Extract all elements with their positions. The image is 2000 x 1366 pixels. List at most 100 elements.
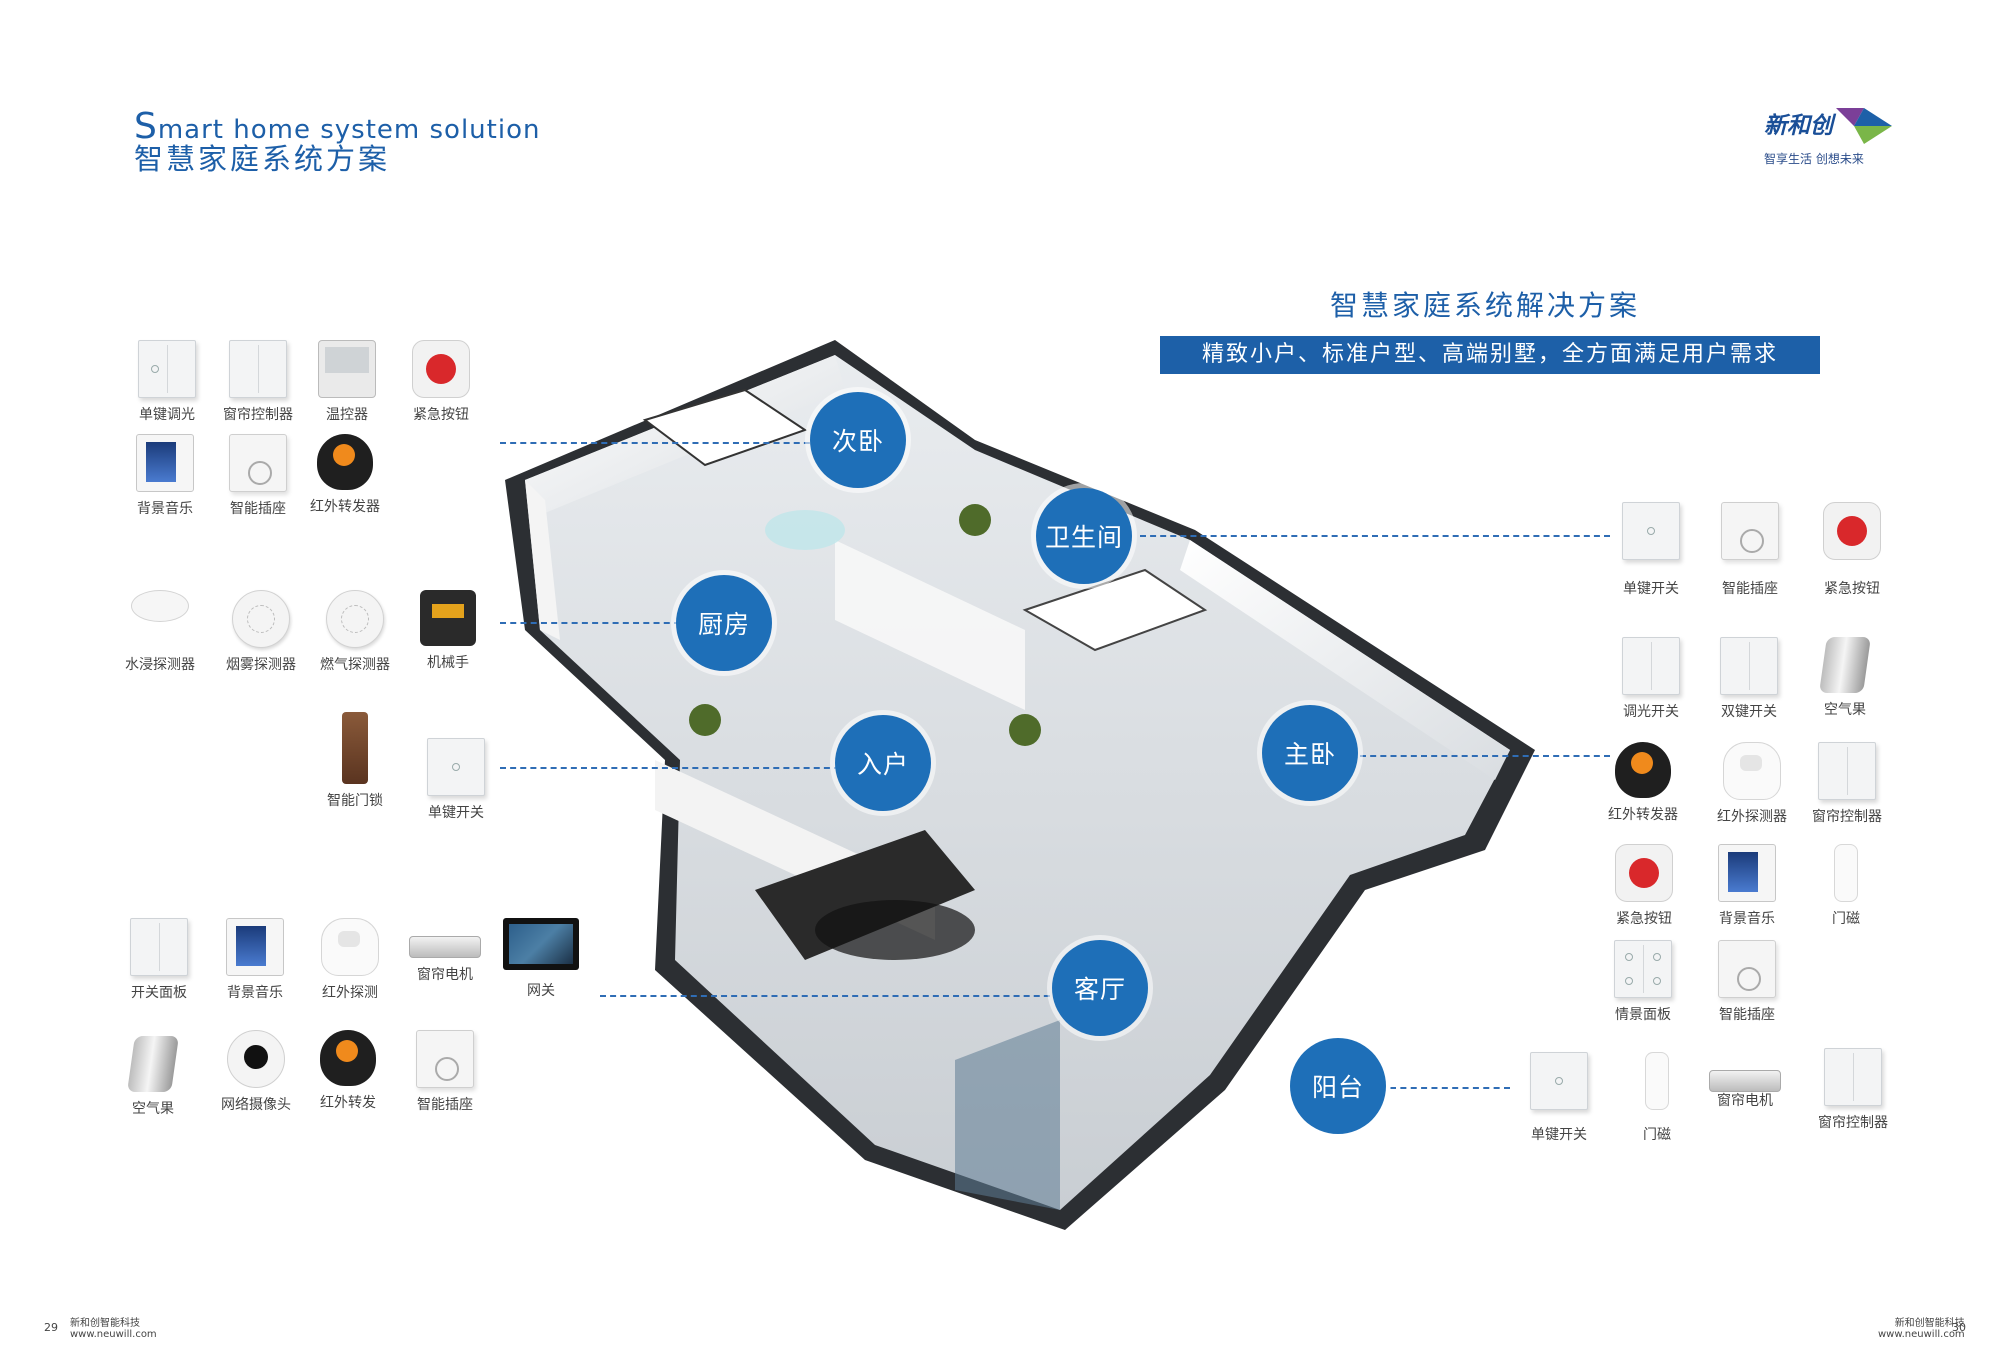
music-panel-icon xyxy=(226,918,284,976)
device-smart-socket-bathroom[interactable]: 智能插座 xyxy=(1705,502,1795,598)
device-curtain-controller-master[interactable]: 窗帘控制器 xyxy=(1802,742,1892,826)
title-english-rest: mart home system solution xyxy=(157,115,541,145)
room-entrance[interactable]: 入户 xyxy=(835,715,931,811)
device-label: 门磁 xyxy=(1832,911,1860,927)
device-robot-arm[interactable]: 机械手 xyxy=(403,590,493,672)
title-chinese: 智慧家庭系统方案 xyxy=(134,142,391,176)
device-label: 红外转发器 xyxy=(1608,807,1678,823)
page-number-left: 29 xyxy=(44,1321,58,1334)
pir-sensor-icon xyxy=(1723,742,1781,800)
plan-balcony-glass xyxy=(955,1020,1060,1210)
device-ir-detector-master[interactable]: 红外探测器 xyxy=(1707,742,1797,826)
device-smart-lock[interactable]: 智能门锁 xyxy=(310,712,400,810)
device-dimmer-switch[interactable]: 调光开关 xyxy=(1606,637,1696,721)
device-smoke-detector[interactable]: 烟雾探测器 xyxy=(216,590,306,674)
smart-socket-icon xyxy=(1721,502,1779,560)
device-background-music-living[interactable]: 背景音乐 xyxy=(210,918,300,1002)
room-kitchen[interactable]: 厨房 xyxy=(676,575,772,671)
switch-panel-icon xyxy=(130,918,188,976)
device-scene-panel[interactable]: 情景面板 xyxy=(1598,940,1688,1024)
emergency-button-icon xyxy=(1615,844,1673,902)
device-gas-detector[interactable]: 燃气探测器 xyxy=(310,590,400,674)
smart-socket-icon xyxy=(229,434,287,492)
device-background-music-master[interactable]: 背景音乐 xyxy=(1702,844,1792,928)
device-label: 情景面板 xyxy=(1615,1007,1671,1023)
device-smart-socket-living[interactable]: 智能插座 xyxy=(400,1030,490,1114)
device-label: 空气果 xyxy=(132,1101,174,1117)
gas-detector-icon xyxy=(326,590,384,648)
device-emergency-button-master[interactable]: 紧急按钮 xyxy=(1599,844,1689,928)
device-air-sensor-master[interactable]: 空气果 xyxy=(1800,637,1890,719)
device-curtain-controller[interactable]: 窗帘控制器 xyxy=(213,340,303,424)
plan-wall-east xyxy=(1180,540,1510,780)
device-label: 智能门锁 xyxy=(327,793,383,809)
device-label: 机械手 xyxy=(427,655,469,671)
device-single-switch-balcony[interactable]: 单键开关 xyxy=(1514,1052,1604,1144)
device-ir-detector-living[interactable]: 红外探测 xyxy=(305,918,395,1002)
room-bathroom[interactable]: 卫生间 xyxy=(1036,488,1132,584)
device-label: 单键开关 xyxy=(428,805,484,821)
room-secondary-bedroom[interactable]: 次卧 xyxy=(810,392,906,488)
device-curtain-motor-balcony[interactable]: 窗帘电机 xyxy=(1700,1052,1790,1110)
single-switch-icon xyxy=(427,738,485,796)
device-label: 背景音乐 xyxy=(227,985,283,1001)
device-double-switch[interactable]: 双键开关 xyxy=(1704,637,1794,721)
music-panel-icon xyxy=(136,434,194,492)
device-ir-transmitter-master[interactable]: 红外转发器 xyxy=(1598,742,1688,824)
room-living-room[interactable]: 客厅 xyxy=(1052,940,1148,1036)
device-label: 开关面板 xyxy=(131,985,187,1001)
device-label: 网关 xyxy=(527,983,555,999)
plan-bed-master xyxy=(1022,568,1208,652)
single-switch-icon xyxy=(1530,1052,1588,1110)
device-emergency-button[interactable]: 紧急按钮 xyxy=(396,340,486,424)
device-single-dimmer[interactable]: 单键调光 xyxy=(122,340,212,424)
device-label: 双键开关 xyxy=(1721,704,1777,720)
device-door-contact-balcony[interactable]: 门磁 xyxy=(1612,1052,1702,1144)
connector-secondary-bedroom xyxy=(500,442,820,444)
device-background-music[interactable]: 背景音乐 xyxy=(120,434,210,518)
device-curtain-controller-balcony[interactable]: 窗帘控制器 xyxy=(1808,1048,1898,1132)
emergency-button-icon xyxy=(1823,502,1881,560)
device-label: 烟雾探测器 xyxy=(226,657,296,673)
plan-wall-divider xyxy=(835,540,1025,710)
device-emergency-button-bathroom[interactable]: 紧急按钮 xyxy=(1807,502,1897,598)
room-master-bedroom[interactable]: 主卧 xyxy=(1262,705,1358,801)
device-ir-transmitter-living[interactable]: 红外转发 xyxy=(303,1030,393,1112)
device-ir-transmitter[interactable]: 红外转发器 xyxy=(300,434,390,516)
device-door-contact-master[interactable]: 门磁 xyxy=(1801,844,1891,928)
device-gateway[interactable]: 网关 xyxy=(496,918,586,1000)
plan-plant-2 xyxy=(689,704,721,736)
device-label: 空气果 xyxy=(1824,702,1866,718)
air-sensor-icon xyxy=(127,1036,179,1092)
device-label: 窗帘控制器 xyxy=(1818,1115,1888,1131)
thermostat-icon xyxy=(318,340,376,398)
footer-company-left: 新和创智能科技 xyxy=(70,1318,140,1329)
device-single-switch-bathroom[interactable]: 单键开关 xyxy=(1606,502,1696,598)
plan-rug xyxy=(815,900,975,960)
room-balcony[interactable]: 阳台 xyxy=(1290,1038,1386,1134)
device-smart-socket[interactable]: 智能插座 xyxy=(213,434,303,518)
device-air-sensor-living[interactable]: 空气果 xyxy=(108,1036,198,1118)
device-label: 紧急按钮 xyxy=(1824,581,1880,597)
device-label: 窗帘电机 xyxy=(1717,1093,1773,1109)
device-single-switch-entrance[interactable]: 单键开关 xyxy=(411,738,501,822)
device-network-camera[interactable]: 网络摄像头 xyxy=(211,1030,301,1114)
device-label: 紧急按钮 xyxy=(1616,911,1672,927)
device-label: 红外探测 xyxy=(322,985,378,1001)
device-water-detector[interactable]: 水浸探测器 xyxy=(115,590,205,674)
device-label: 红外转发 xyxy=(320,1095,376,1111)
brand-logo: 新和创 智享生活 创想未来 xyxy=(1764,104,1904,174)
device-thermostat[interactable]: 温控器 xyxy=(302,340,392,424)
ir-transmitter-icon xyxy=(320,1030,376,1086)
connector-master-bedroom xyxy=(1360,755,1610,757)
device-switch-panel[interactable]: 开关面板 xyxy=(114,918,204,1002)
device-curtain-motor-living[interactable]: 窗帘电机 xyxy=(400,918,490,984)
footer-url-left: www.neuwill.com xyxy=(70,1329,157,1340)
footer-left: 29 xyxy=(44,1322,58,1334)
floor-plan-illustration xyxy=(505,340,1535,1230)
device-smart-socket-master[interactable]: 智能插座 xyxy=(1702,940,1792,1024)
dimmer-switch-icon xyxy=(1622,637,1680,695)
footer-company-right: 新和创智能科技 xyxy=(1894,1318,1965,1329)
plan-plant-3 xyxy=(1009,714,1041,746)
camera-icon xyxy=(227,1030,285,1088)
